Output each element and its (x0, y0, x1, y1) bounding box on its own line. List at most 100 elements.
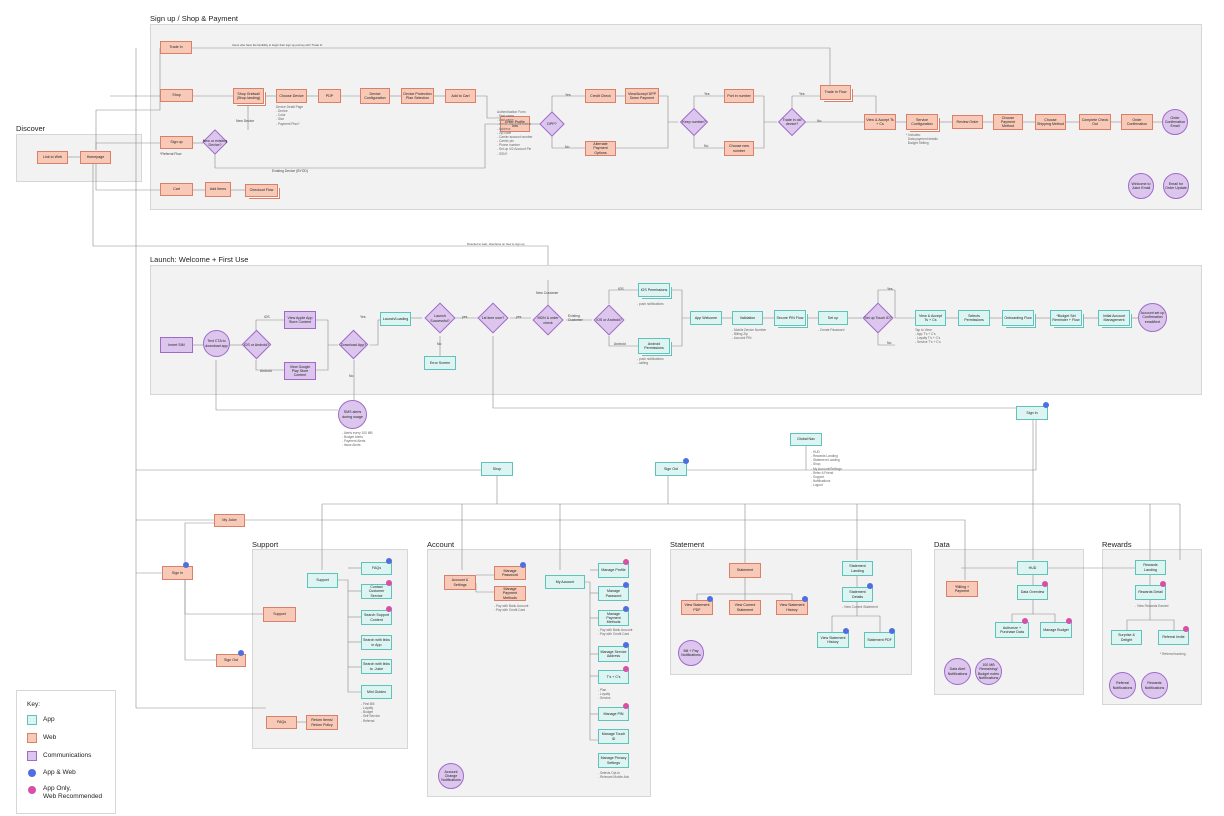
billing-payment-node[interactable]: *Billing + Payment (946, 581, 978, 597)
rewards-detail-node[interactable]: Rewards Detail (1135, 585, 1166, 600)
create-password-note: - Create Password (818, 328, 845, 332)
view-accept-tcs-node[interactable]: View & Accept Ts + Cs (864, 114, 896, 130)
review-order-node[interactable]: Review Order (952, 115, 983, 129)
add-to-cart-node[interactable]: Add to Cart (445, 89, 476, 103)
statement-details-node[interactable]: Statement Details (842, 587, 873, 602)
view-current-statement-node[interactable]: View Current Statement (729, 600, 761, 615)
mini-guides-node[interactable]: Mini Guides (361, 685, 392, 699)
touch-id-label: Set up Touch ID? (864, 316, 892, 321)
trade-in-node[interactable]: Trade In (160, 41, 192, 54)
view-statement-history-node[interactable]: View Statement History (776, 600, 808, 615)
statement-pdf-app-node[interactable]: Statement PDF (864, 632, 895, 648)
checkout-flow-node[interactable]: Checkout Flow (245, 184, 278, 197)
order-confirmation-node[interactable]: Order Confirmation (1121, 114, 1153, 130)
sign-in-web-node[interactable]: Sign In (162, 566, 193, 580)
enter-profile-node[interactable]: Enter Profile Info (500, 116, 530, 132)
trade-in-flow-node[interactable]: Trade In Flow (820, 85, 851, 100)
manage-password-node[interactable]: Manage Password (598, 586, 629, 601)
port-in-node[interactable]: Port in number (724, 89, 754, 103)
view-accept-tcs2-node[interactable]: View & Accept Ts + Cs (915, 310, 946, 326)
support-web-node[interactable]: Support (263, 607, 296, 622)
shop-node[interactable]: Shop (160, 89, 193, 102)
view-statement-pdf-node[interactable]: View Statement PDF (681, 600, 713, 615)
sign-in-app-node[interactable]: Sign In (1016, 406, 1048, 420)
service-config-node[interactable]: Service Configuration (906, 114, 938, 130)
keep-number-label: Keep number? (682, 119, 706, 124)
homepage-node[interactable]: Homepage (80, 151, 111, 164)
faqs-app-node[interactable]: FAQs (361, 562, 392, 575)
secure-pin-node[interactable]: Secure PIN Flow (774, 310, 806, 326)
android-permissions-node[interactable]: Android Permissions (638, 338, 670, 354)
surprise-delight-node[interactable]: Surprise & Delight (1111, 630, 1142, 645)
link-to-web-node[interactable]: Link to Web (37, 151, 68, 164)
mb-remaining-node: 100 MB Remaining/ Budget notes Notificat… (975, 658, 1002, 685)
tcs-node[interactable]: T's + C's (598, 670, 629, 684)
error-screen-node[interactable]: Error Screen (424, 356, 456, 370)
legend-web-swatch (27, 733, 37, 743)
referral-invite-node[interactable]: Referral Invite (1158, 630, 1189, 645)
search-support-node[interactable]: Search Support Content (361, 610, 392, 625)
authorize-purchase-node[interactable]: Authorize + Purchase Data (995, 622, 1029, 638)
device-config-node[interactable]: Device Configuration (360, 88, 390, 104)
choose-new-number-node[interactable]: Choose new number (724, 141, 754, 156)
legend-comm-swatch (27, 751, 37, 761)
legend-comm-label: Communications (43, 751, 92, 759)
initial-account-node[interactable]: Initial Account Management (1098, 310, 1130, 326)
view-accept-dpp-node[interactable]: View/Accept DPP Down Payment (625, 88, 659, 104)
device-protection-node[interactable]: Device Protection Plan Selection (401, 88, 434, 104)
credit-check-node[interactable]: Credit Check (585, 89, 616, 103)
manage-password-web-node[interactable]: Manage Password (494, 566, 526, 580)
manage-touch-id-node[interactable]: Manage Touch ID (598, 729, 629, 744)
hud-node[interactable]: HUD (1017, 561, 1048, 575)
my-juice-node[interactable]: My Juice (214, 514, 245, 527)
data-overview-node[interactable]: Data Overview (1017, 585, 1048, 600)
ios-permissions-node[interactable]: iOS Permissions (638, 283, 670, 297)
validation-node[interactable]: Validation (732, 311, 763, 325)
search-links-juice-node[interactable]: Search with links to .Juice (361, 659, 392, 674)
onboarding-node[interactable]: Onboarding Flow (1002, 310, 1034, 326)
sign-out-app-node[interactable]: Sign Out (655, 462, 687, 476)
view-statement-history-app-node[interactable]: View Statement History (817, 632, 849, 648)
pdp-node[interactable]: PDP (318, 89, 341, 103)
manage-budget-node[interactable]: Manage Budget (1040, 622, 1072, 638)
account-settings-node[interactable]: Account & Settings (444, 575, 476, 590)
sign-up-node[interactable]: Sign up (160, 136, 193, 149)
support-app-node[interactable]: Support (307, 573, 338, 588)
manage-payment-node[interactable]: Manage Payment Methods (598, 610, 629, 626)
choose-shipping-node[interactable]: Choose Shipping Method (1035, 114, 1066, 130)
search-links-app-node[interactable]: Search with links in App (361, 635, 392, 650)
selects-permissions-node[interactable]: Selects Permissions (958, 310, 990, 326)
statement-web-node[interactable]: Statement (729, 563, 761, 578)
choose-device-node[interactable]: Choose Device (276, 89, 307, 103)
account-email-node: Account set up Confirmation email/text (1138, 303, 1167, 332)
manage-payment-web-node[interactable]: Manage Payment Methods (494, 586, 526, 601)
manage-service-addr-node[interactable]: Manage Service Address (598, 646, 629, 662)
shop-app-node[interactable]: Shop (481, 462, 513, 476)
my-account-node[interactable]: My Account (545, 575, 585, 589)
complete-checkout-node[interactable]: Complete Check Out (1079, 114, 1111, 130)
manage-privacy-node[interactable]: Manage Privacy Settings (598, 753, 629, 768)
sign-out-web-node[interactable]: Sign Out (216, 654, 246, 667)
email-order-update-node: Email for Order Update (1163, 173, 1189, 199)
referral-flow-label: *Referral Flow (160, 152, 182, 156)
manage-profile-node[interactable]: Manage Profile (598, 563, 629, 578)
rewards-landing-node[interactable]: Rewards Landing (1135, 560, 1166, 575)
contact-cs-node[interactable]: Contact Customer Service (361, 584, 392, 599)
manage-payment-dot (623, 606, 629, 612)
app-welcome-node[interactable]: App Welcome (690, 311, 722, 325)
set-up-node[interactable]: Set up (818, 311, 848, 325)
statement-landing-node[interactable]: Statement Landing (842, 561, 873, 576)
rewards-detail-dot (1160, 581, 1166, 587)
manage-pin-node[interactable]: Manage PIN (598, 707, 629, 721)
alt-payment-node[interactable]: Alternate Payment Options (585, 141, 616, 156)
return-items-node[interactable]: Return Items/ Return Policy (306, 715, 338, 730)
global-nav-node[interactable]: Global Nav (790, 433, 822, 446)
shop-gridwall-node[interactable]: Shop Gridwall (Shop landing) (233, 88, 264, 104)
launch-loading-node[interactable]: Launch/Loading (380, 312, 411, 326)
add-items-node[interactable]: Add Items (205, 182, 231, 197)
choose-payment-node[interactable]: Choose Payment Method (993, 114, 1023, 130)
cart-node[interactable]: Cart (160, 183, 193, 196)
faqs-web-node[interactable]: FAQs (266, 716, 297, 729)
budget-set-node[interactable]: *Budget Set Reminder + Flow (1050, 310, 1082, 326)
